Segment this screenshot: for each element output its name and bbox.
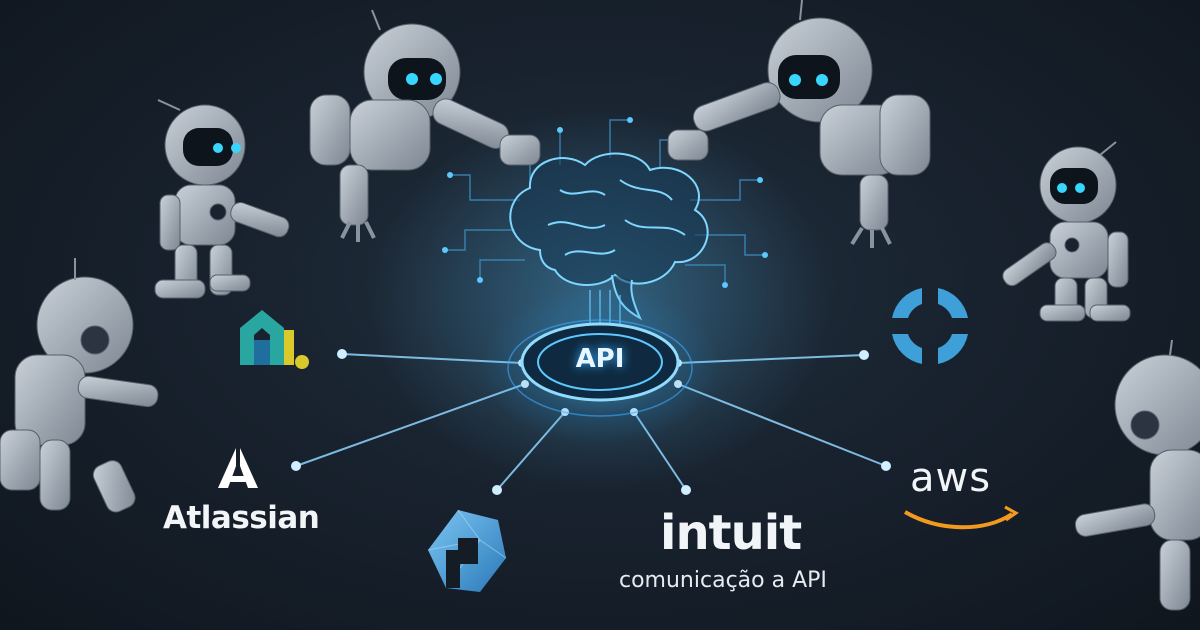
connection-lines <box>295 353 887 491</box>
api-hub-label: API <box>575 344 625 374</box>
circuit-traces <box>445 119 765 285</box>
intuit-wordmark: intuit <box>660 505 802 561</box>
circuit-dots <box>442 117 768 288</box>
aws-smile-icon <box>904 510 1014 530</box>
atlassian-icon <box>218 448 258 488</box>
caption-text: comunicação a API <box>619 568 827 593</box>
robot-icon-left <box>154 99 290 299</box>
atlassian-wordmark: Atlassian <box>163 500 320 536</box>
teal-logo-icon <box>240 310 309 369</box>
robot-icon-far-left <box>0 258 159 513</box>
robot-icon-top-right-center <box>667 0 931 248</box>
polygon-logo-icon <box>427 509 507 592</box>
ring-logo-icon <box>892 288 968 364</box>
robot-icon-top-left-center <box>309 9 541 242</box>
robot-icon-far-right <box>1074 339 1200 611</box>
api-hub-icon <box>480 285 720 445</box>
aws-wordmark: aws <box>910 455 992 501</box>
robot-icon-right <box>1002 141 1131 322</box>
